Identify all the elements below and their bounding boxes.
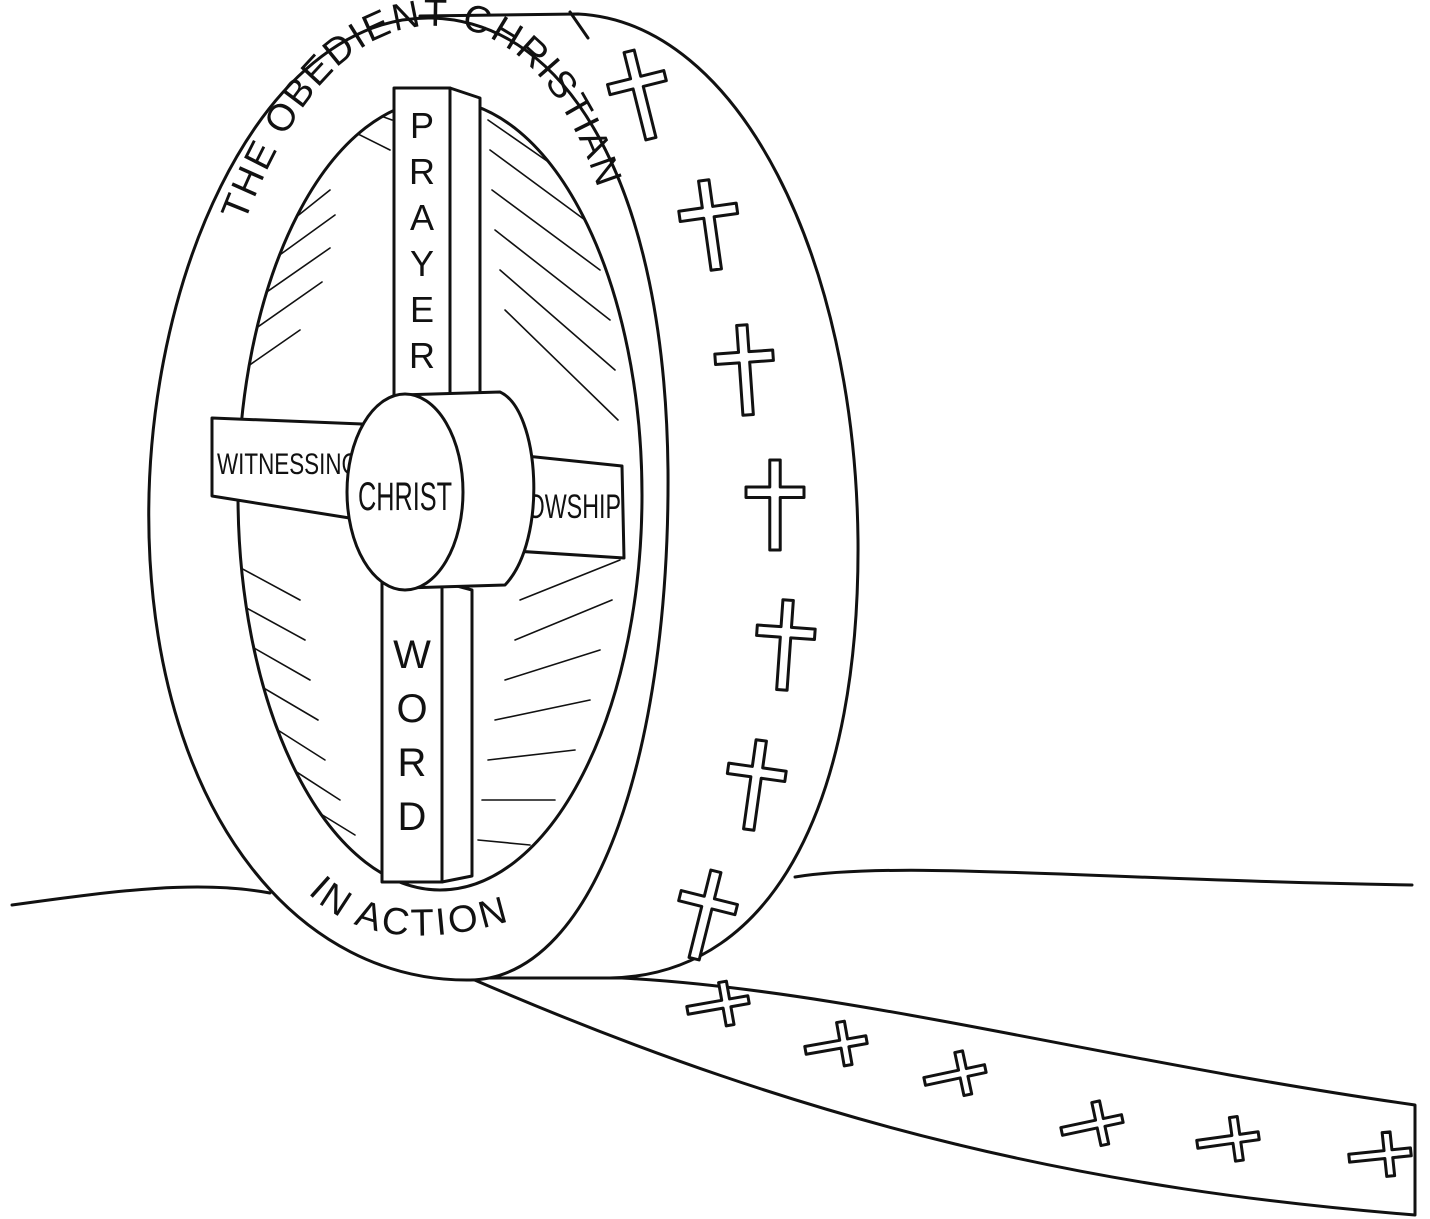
spoke-left-label: WITNESSING [217, 448, 359, 481]
hub-label: CHRIST [358, 475, 452, 519]
hub: CHRIST [347, 392, 534, 590]
cross-track [470, 978, 1415, 1215]
